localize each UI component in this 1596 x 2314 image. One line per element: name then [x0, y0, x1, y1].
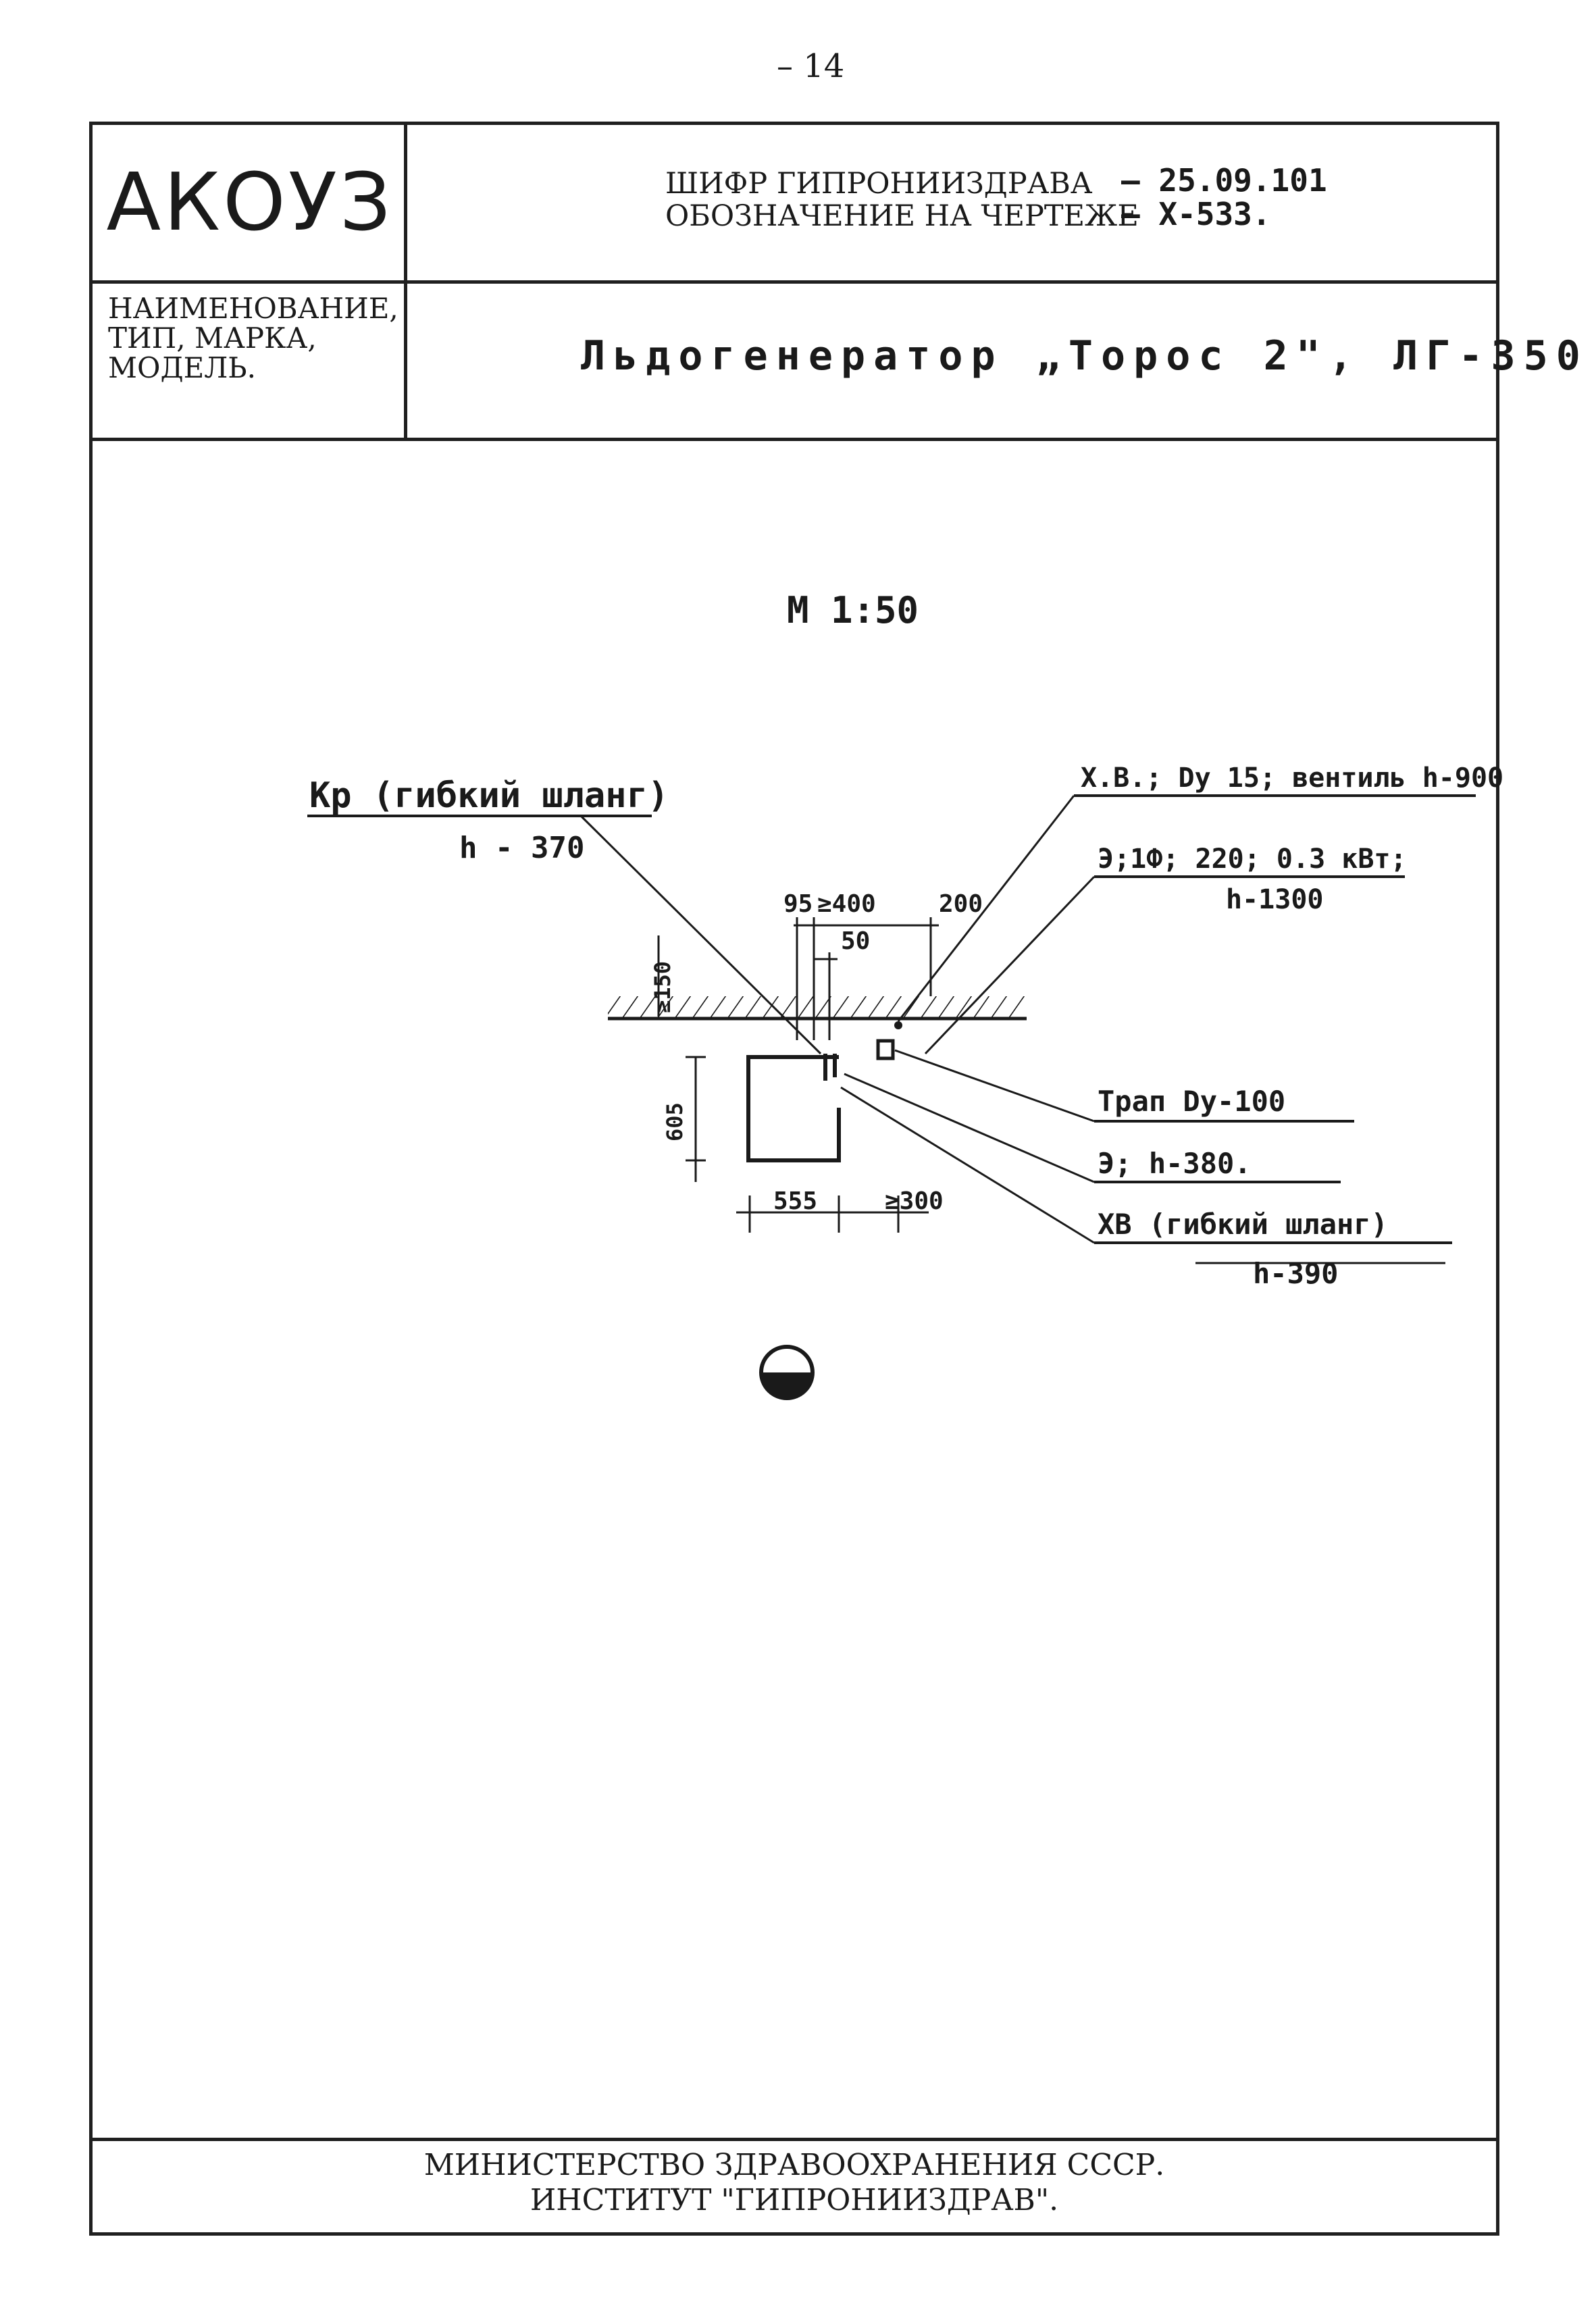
dim-50: 50 — [841, 927, 870, 955]
callout-cold-water-hose: ХВ (гибкий шланг) — [1098, 1208, 1388, 1241]
header-bottom-divider — [89, 438, 1499, 441]
callout-electric-height: h-1300 — [1226, 884, 1324, 915]
title-block-frame — [89, 122, 1499, 2236]
dim-300: ≥300 — [885, 1187, 944, 1215]
cipher-values: – 25.09.101 – Х-533. — [1121, 163, 1327, 231]
dim-200: 200 — [939, 890, 983, 918]
cipher-value: – 25.09.101 — [1121, 162, 1327, 199]
drain-symbol — [759, 1345, 815, 1400]
cipher-labels: ШИФР ГИПРОНИИЗДРАВА ОБОЗНАЧЕНИЕ НА ЧЕРТЕ… — [665, 168, 1139, 232]
callout-electric-2: Э; h-380. — [1098, 1147, 1252, 1180]
drawing-scale: М 1:50 — [787, 589, 919, 632]
trap-symbol — [876, 1039, 895, 1060]
callout-trap: Трап Dу-100 — [1098, 1085, 1285, 1118]
callout-hose-height: h-390 — [1253, 1257, 1338, 1290]
cipher-label: ШИФР ГИПРОНИИЗДРАВА — [665, 167, 1093, 201]
header-divider — [89, 280, 1499, 284]
header-column-divider — [404, 122, 407, 439]
drawing-label: ОБОЗНАЧЕНИЕ НА ЧЕРТЕЖЕ — [665, 199, 1139, 233]
wall-hatch — [608, 996, 1027, 1018]
footer-institution: МИНИСТЕРСТВО ЗДРАВООХРАНЕНИЯ СССР. ИНСТИ… — [423, 2148, 1165, 2217]
callout-cold-water-valve: Х.В.; Dу 15; вентиль h-900 — [1081, 763, 1503, 794]
callout-kr: Кр (гибкий шланг) — [309, 775, 669, 816]
org-code: АКОУЗ — [106, 155, 394, 249]
dim-95: 95 — [783, 890, 813, 918]
dim-150: ≥150 — [650, 961, 675, 1013]
name-label: НАИМЕНОВАНИЕ, ТИП, МАРКА, МОДЕЛЬ. — [108, 292, 398, 384]
dim-605: 605 — [662, 1102, 688, 1141]
ice-maker-outline — [746, 1055, 841, 1162]
callout-kr-height: h - 370 — [459, 831, 584, 865]
equipment-title: Льдогенератор „Торос 2", ЛГ-350 — [581, 332, 1589, 380]
drawing-value: – Х-533. — [1121, 196, 1271, 232]
page-number: – 14 — [777, 47, 845, 85]
dim-555: 555 — [773, 1187, 817, 1215]
callout-electric: Э;1Ф; 220; 0.3 кВт; — [1098, 844, 1407, 875]
dim-400: ≥400 — [817, 890, 876, 918]
footer-divider — [89, 2138, 1499, 2141]
